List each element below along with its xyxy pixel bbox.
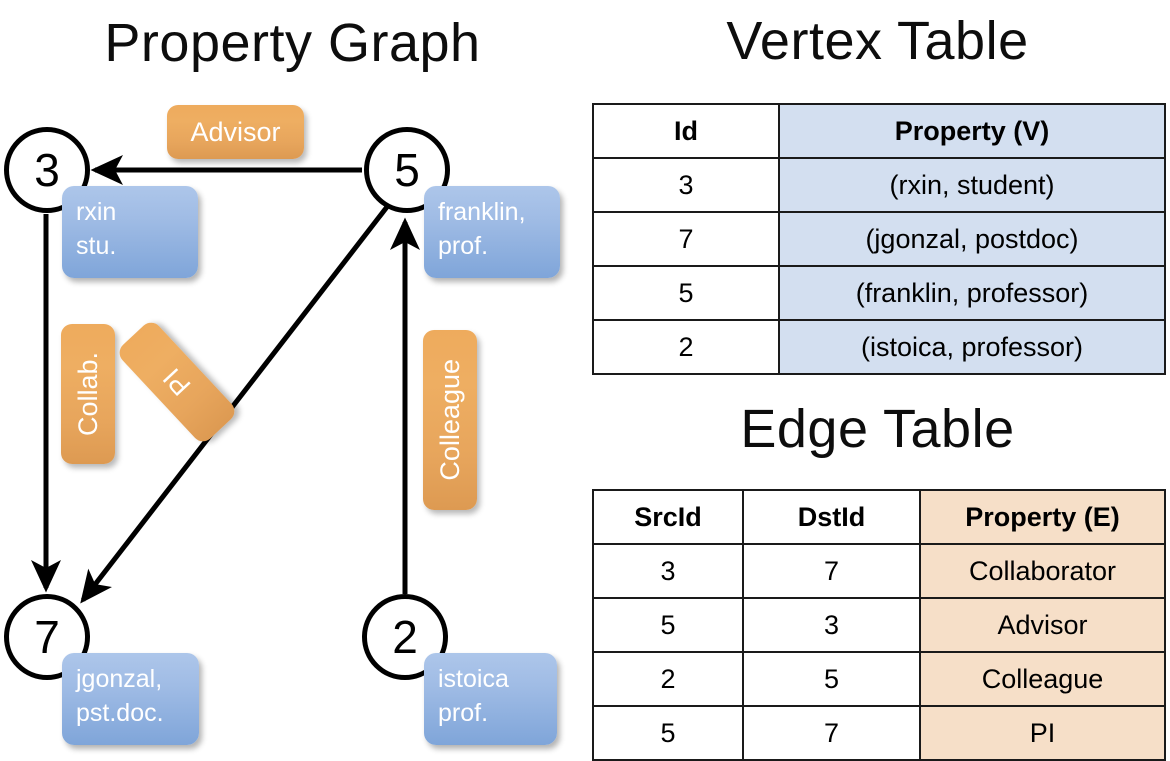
vertex-property-box-5-line1: franklin, [438,198,526,226]
vertex-property-box-3[interactable]: rxin stu. [62,186,198,278]
vertex-property-box-2-line1: istoica [438,665,509,693]
vertex-property-box-3-line2: stu. [76,231,117,260]
vertex-property-box-7-line1: jgonzal, [76,665,163,693]
graph-node-2[interactable]: 2 [362,594,448,680]
edge-table: SrcId DstId Property (E) 3 7 Collaborato… [592,489,1166,761]
edge-label-advisor[interactable]: Advisor [167,105,304,159]
edge-label-advisor-text: Advisor [190,116,281,147]
vertex-cell-id: 7 [592,211,780,267]
edge-cell-property: PI [919,705,1166,761]
edge-label-pi-text: PI [156,362,197,402]
graph-node-2-label: 2 [392,611,418,663]
edge-cell-property: Collaborator [919,543,1166,599]
table-row[interactable]: 7 (jgonzal, postdoc) [592,211,1166,267]
edge-cell-property: Advisor [919,597,1166,653]
table-row[interactable]: 5 7 PI [592,705,1166,761]
graph-edges-layer [31,155,420,604]
edge-5-to-7 [80,201,392,604]
vertex-table: Id Property (V) 3 (rxin, student) 7 (jgo… [592,103,1166,375]
edge-cell-dst: 5 [742,651,921,707]
graph-node-5-label: 5 [394,144,420,196]
table-row[interactable]: 5 3 Advisor [592,597,1166,653]
edge-table-header-row: SrcId DstId Property (E) [592,489,1166,545]
property-graph-panel: Property Graph 3 5 7 2 rxin stu. frankli… [0,0,585,760]
edge-cell-dst: 7 [742,543,921,599]
edge-cell-src: 5 [592,597,744,653]
graph-node-3-label: 3 [34,144,60,196]
table-row[interactable]: 3 (rxin, student) [592,157,1166,213]
vertex-table-header-row: Id Property (V) [592,103,1166,159]
vertex-cell-property: (istoica, professor) [778,319,1166,375]
page-title-vertex-table: Vertex Table [726,11,1029,71]
edge-label-collab[interactable]: Collab. [61,324,115,464]
vertex-cell-id: 3 [592,157,780,213]
vertex-property-box-2-line2: prof. [438,698,489,727]
edge-cell-dst: 3 [742,597,921,653]
edge-cell-src: 2 [592,651,744,707]
edge-table-header-dstid: DstId [742,489,921,545]
vertex-cell-property: (rxin, student) [778,157,1166,213]
page-title-property-graph: Property Graph [104,13,481,73]
edge-cell-src: 5 [592,705,744,761]
edge-cell-property: Colleague [919,651,1166,707]
edge-cell-dst: 7 [742,705,921,761]
table-row[interactable]: 2 (istoica, professor) [592,319,1166,375]
graph-node-5[interactable]: 5 [364,127,450,213]
edge-label-colleague-text: Colleague [434,359,465,481]
vertex-property-box-5-line2: prof. [438,231,489,260]
vertex-cell-property: (jgonzal, postdoc) [778,211,1166,267]
table-row[interactable]: 2 5 Colleague [592,651,1166,707]
vertex-property-box-7-line2: pst.doc. [76,698,164,727]
graph-node-7-label: 7 [34,611,60,663]
edge-label-collab-text: Collab. [72,351,103,437]
page-title-edge-table: Edge Table [740,399,1015,459]
vertex-property-box-2[interactable]: istoica prof. [424,653,557,745]
table-row[interactable]: 5 (franklin, professor) [592,265,1166,321]
vertex-property-box-3-line1: rxin [76,198,117,226]
vertex-property-box-7[interactable]: jgonzal, pst.doc. [62,653,199,745]
vertex-table-header-id: Id [592,103,780,159]
vertex-cell-id: 5 [592,265,780,321]
vertex-table-header-property: Property (V) [778,103,1166,159]
edge-table-header-property: Property (E) [919,489,1166,545]
edge-label-colleague[interactable]: Colleague [423,330,477,510]
table-row[interactable]: 3 7 Collaborator [592,543,1166,599]
edge-table-header-srcid: SrcId [592,489,744,545]
vertex-cell-property: (franklin, professor) [778,265,1166,321]
vertex-cell-id: 2 [592,319,780,375]
edge-cell-src: 3 [592,543,744,599]
vertex-property-box-5[interactable]: franklin, prof. [424,186,560,278]
